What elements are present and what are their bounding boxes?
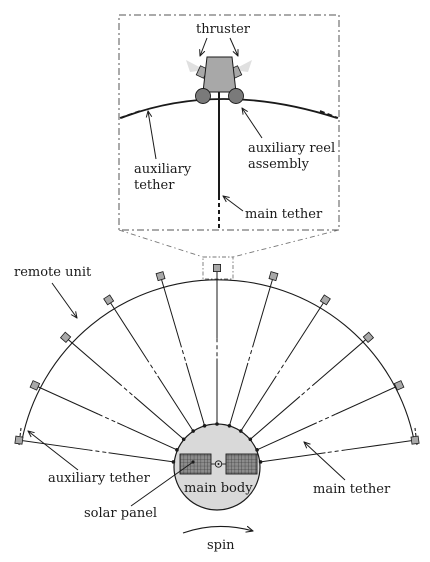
main-tether-3: [65, 336, 120, 384]
main-tether-dashed-8: [275, 358, 288, 377]
main-tether-inner-9: [249, 396, 301, 440]
spin-arrow: [182, 526, 253, 534]
main-tether-dashed-5: [179, 343, 187, 364]
label-auxiliary-tether: auxiliary tether: [48, 471, 151, 486]
solar-panel-right: [225, 453, 258, 475]
label-thruster: thruster: [196, 22, 251, 37]
tether-anchor-9: [248, 437, 253, 442]
auxiliary-tether-ring: [21, 279, 415, 441]
label-inset-auxiliary-tether-line1: auxiliary: [134, 162, 192, 177]
tether-anchor-7: [227, 423, 232, 428]
auxiliary-reel-right: [228, 88, 244, 104]
label-solar-panel: solar panel: [84, 506, 157, 521]
main-tether-dashed-9: [299, 382, 316, 397]
inset-projection-right: [232, 229, 340, 258]
tether-anchor-11: [258, 460, 263, 464]
main-tether-inner-11: [260, 452, 326, 463]
tether-anchor-6: [215, 422, 219, 426]
main-tether-dashed-4: [146, 358, 159, 377]
main-tether-10: [335, 384, 400, 415]
label-auxiliary-reel-line1: auxiliary reel: [248, 141, 335, 156]
main-tether-7: [253, 275, 274, 344]
inset-view: thruster auxiliary reel assembly auxilia…: [118, 14, 340, 280]
tether-anchor-1: [171, 460, 176, 464]
main-tether-dashed-10: [316, 413, 336, 424]
inset-frame: [118, 14, 340, 231]
main-tether-9: [314, 336, 369, 384]
remote-unit-6: [212, 263, 221, 272]
inset-projection-left: [118, 229, 204, 258]
main-tether-dashed-3: [118, 382, 135, 397]
main-tether-dashed-11: [325, 449, 346, 454]
tether-system: main body remote unit auxiliary tether m…: [14, 263, 420, 553]
main-tether-inner-8: [240, 375, 277, 432]
solar-panel-left: [179, 453, 212, 475]
label-spin: spin: [207, 538, 235, 553]
ring-dashed-end-left: [18, 427, 22, 446]
tether-anchor-2: [175, 448, 179, 452]
main-tether-11: [345, 439, 416, 451]
main-tether-8: [286, 299, 326, 360]
tether-anchor-3: [181, 437, 186, 442]
inset-auxiliary-tether-arc: [120, 98, 338, 119]
remote-unit-7: [268, 271, 279, 282]
remote-unit-5: [155, 271, 166, 282]
tether-anchor-10: [255, 448, 259, 452]
magnified-region-box: [202, 256, 234, 280]
main-tether-dashed-7: [247, 343, 255, 364]
inset-arc-end-right: [319, 110, 339, 119]
tether-anchor-5: [202, 423, 207, 428]
arrow-inset-auxiliary-tether: [148, 111, 157, 160]
tether-anchor-points: [171, 422, 263, 464]
label-remote-unit: remote unit: [14, 265, 92, 280]
remote-unit-body: [202, 56, 237, 93]
remote-unit-8: [319, 294, 331, 306]
label-inset-auxiliary-tether-line2: tether: [134, 178, 175, 193]
main-tether-1: [18, 439, 89, 451]
main-tethers-group: [14, 263, 420, 463]
tether-anchor-4: [191, 429, 195, 433]
arrow-main-tether: [304, 442, 346, 481]
remote-unit-4: [103, 294, 115, 306]
label-auxiliary-reel-line2: assembly: [248, 157, 310, 172]
remote-unit-9: [362, 331, 375, 343]
main-tether-2: [34, 384, 99, 415]
label-main-body: main body: [184, 481, 253, 496]
body-hub-dot: [217, 463, 220, 465]
arrow-auxiliary-tether: [28, 431, 79, 471]
main-tether-inner-5: [185, 362, 206, 426]
main-tether-inner-10: [256, 422, 317, 451]
main-tether-dashed-2: [98, 413, 118, 424]
label-main-tether: main tether: [313, 482, 391, 497]
arrow-solar-panel: [130, 461, 194, 507]
main-tether-5: [160, 275, 181, 344]
arrow-inset-main-tether: [223, 196, 244, 212]
main-tether-dashed-1: [88, 449, 109, 454]
arrow-auxiliary-reel: [242, 108, 263, 139]
arrow-remote-unit: [51, 282, 77, 318]
remote-unit-1: [14, 435, 24, 445]
label-inset-main-tether: main tether: [245, 207, 323, 222]
remote-unit-2: [29, 380, 41, 391]
remote-unit-3: [59, 331, 72, 343]
arrow-thruster-right: [229, 37, 238, 56]
arrow-thruster-left: [200, 37, 208, 56]
ring-dashed-end-right: [414, 427, 418, 446]
auxiliary-reel-left: [195, 88, 211, 104]
remote-unit-10: [393, 380, 405, 391]
solar-panel-pointer-dot: [191, 460, 195, 464]
remote-unit-11: [410, 435, 420, 445]
main-tether-inner-2: [117, 422, 178, 451]
tether-anchor-8: [239, 429, 243, 433]
main-tether-inner-3: [133, 396, 185, 440]
main-tether-inner-7: [228, 362, 249, 426]
inset-arc-end-left: [119, 110, 141, 119]
main-tether-inner-4: [157, 375, 194, 432]
main-tether-inner-1: [108, 452, 174, 463]
main-tether-4: [108, 299, 148, 360]
